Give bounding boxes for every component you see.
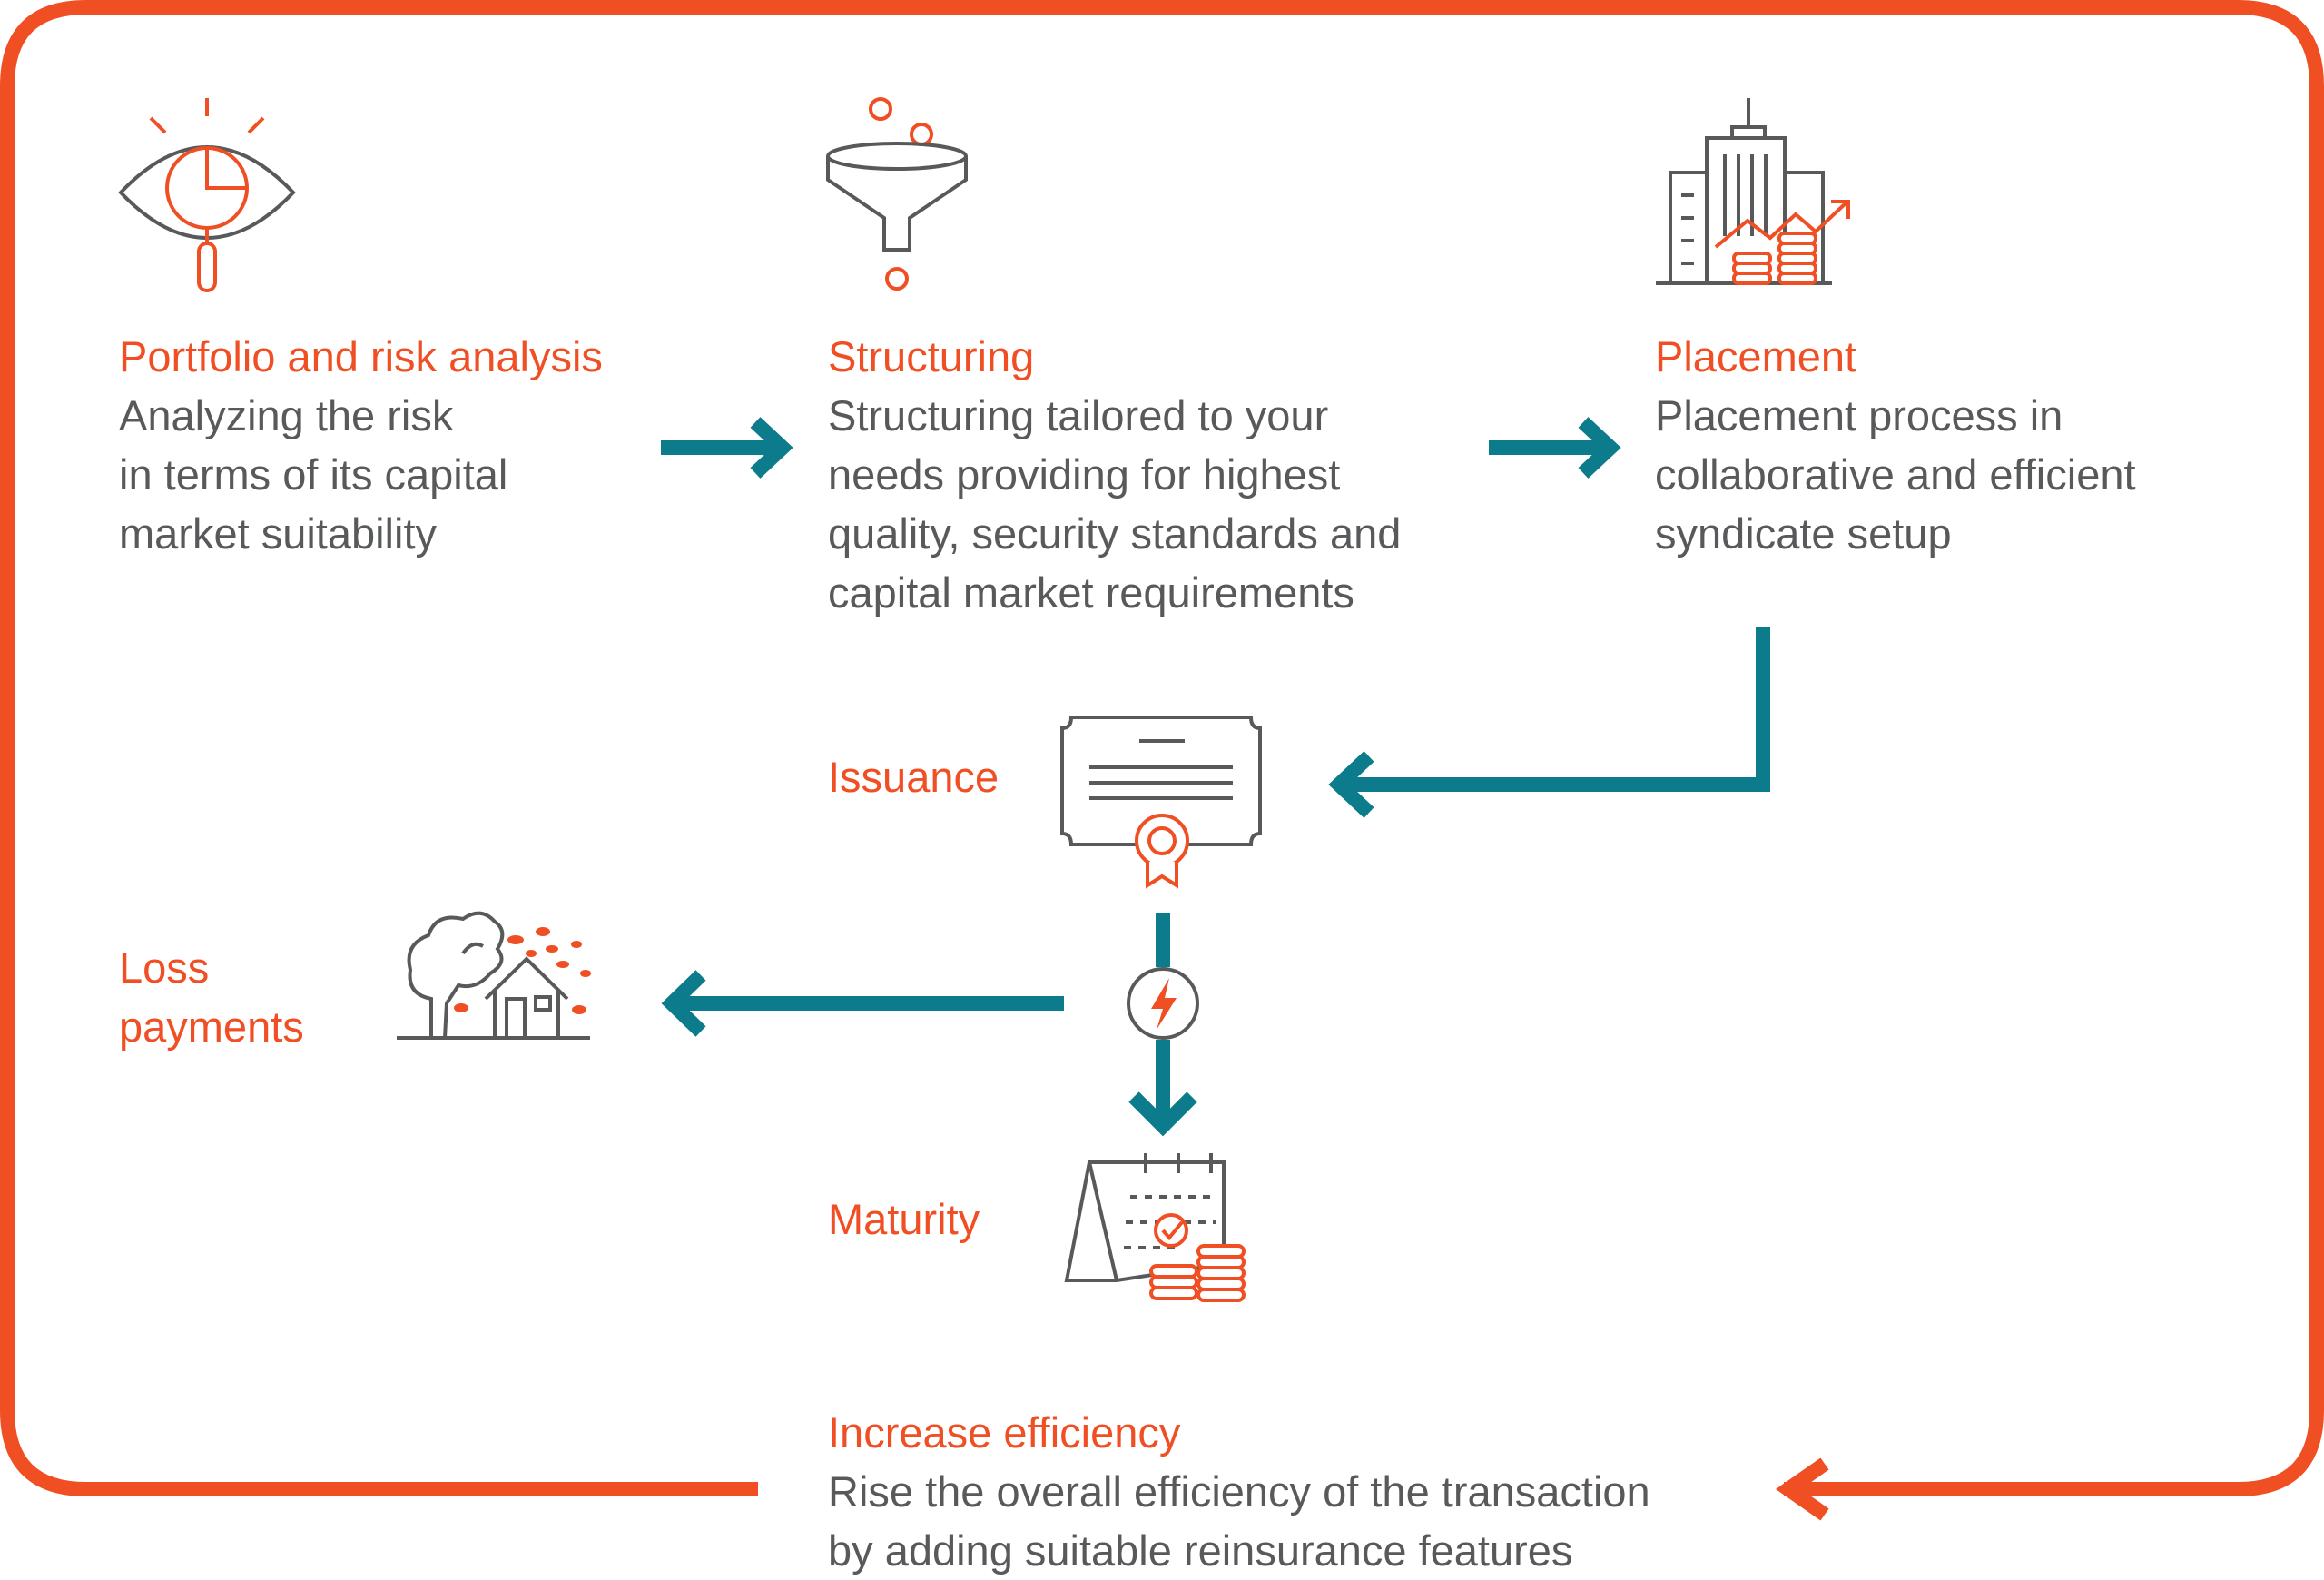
arrow-placement-to-issuance bbox=[1328, 627, 1770, 818]
step-description-line: capital market requirements bbox=[828, 568, 1354, 617]
funnel-icon bbox=[826, 97, 968, 291]
step-title: Portfolio and risk analysis bbox=[119, 332, 603, 380]
step-description-line: quality, security standards and bbox=[828, 509, 1402, 558]
maturity-label: Maturity bbox=[828, 1195, 980, 1243]
loss-payments-label-line: payments bbox=[119, 1002, 304, 1051]
step-description-line: syndicate setup bbox=[1655, 509, 1952, 558]
step-description-line: collaborative and efficient bbox=[1655, 450, 2136, 499]
step-description-line: by adding suitable reinsurance features bbox=[828, 1526, 1573, 1575]
step-description-line: Placement process in bbox=[1655, 391, 2063, 439]
calendar-coins-icon bbox=[1064, 1153, 1246, 1302]
issuance-label: Issuance bbox=[828, 753, 1000, 801]
step-title: Placement bbox=[1655, 332, 1857, 380]
step-description-line: Structuring tailored to your bbox=[828, 391, 1329, 439]
arrow-analysis-to-structuring bbox=[661, 417, 793, 479]
certificate-icon bbox=[1060, 716, 1262, 889]
step-description-line: Rise the overall efficiency of the trans… bbox=[828, 1467, 1650, 1516]
buildings-coins-chart-icon bbox=[1656, 98, 1850, 285]
arrow-trigger-to-loss bbox=[661, 970, 1064, 1037]
outer-loop-border bbox=[0, 0, 2324, 1496]
arrow-structuring-to-placement bbox=[1489, 417, 1621, 479]
storm-house-icon bbox=[397, 911, 591, 1040]
step-title: Structuring bbox=[828, 332, 1035, 380]
eye-chart-magnifier-icon bbox=[118, 98, 296, 292]
arrow-trigger-to-maturity bbox=[1128, 1040, 1197, 1137]
step-description-line: market suitability bbox=[119, 509, 437, 558]
lightning-bolt-icon bbox=[1127, 967, 1199, 1040]
loop-arrowhead bbox=[1776, 1457, 1829, 1521]
step-description-line: Analyzing the risk bbox=[119, 391, 454, 439]
step-title: Increase efficiency bbox=[828, 1408, 1181, 1457]
step-description-line: needs providing for highest bbox=[828, 450, 1341, 499]
loss-payments-label-line: Loss bbox=[119, 943, 210, 992]
step-description-line: in terms of its capital bbox=[119, 450, 508, 499]
